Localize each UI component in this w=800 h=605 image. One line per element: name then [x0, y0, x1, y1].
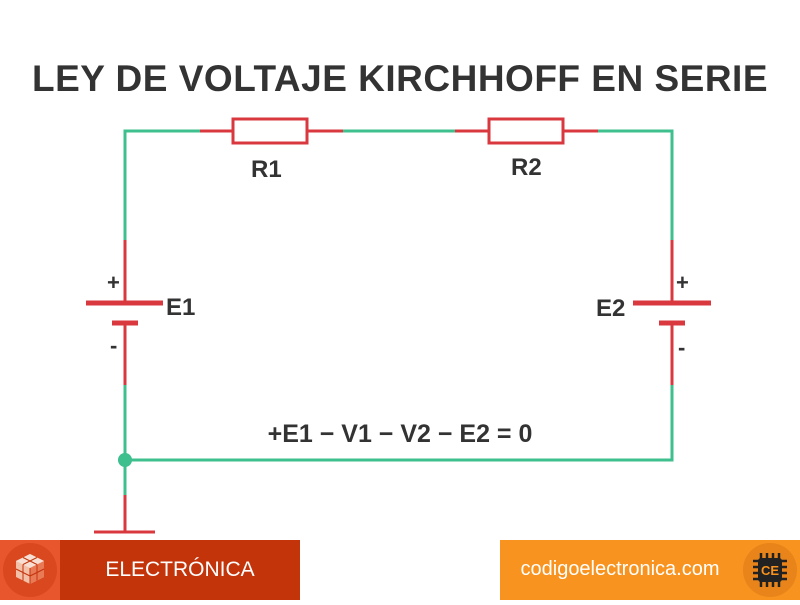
- chip-logo-text: CE: [761, 563, 779, 578]
- resistor-r1: [231, 117, 309, 145]
- category-banner[interactable]: ELECTRÓNICA: [0, 540, 300, 600]
- circuit-wires: [123, 129, 674, 495]
- resistor-r2: [487, 117, 565, 145]
- junction-node: [118, 453, 132, 467]
- component-leads: [123, 129, 674, 532]
- label-e1: E1: [166, 294, 196, 321]
- wire-bottom: [123, 385, 674, 462]
- cube-logo-icon: [0, 540, 60, 600]
- label-e2: E2: [596, 295, 626, 322]
- label-r1: R1: [251, 156, 282, 183]
- e1-minus-sign: -: [110, 333, 118, 358]
- wire-top-right: [598, 129, 674, 240]
- battery-e2: [633, 300, 711, 326]
- battery-e1: [86, 300, 163, 326]
- wire-top-left: [123, 129, 200, 240]
- website-link[interactable]: codigoelectronica.com: [520, 558, 720, 580]
- label-r2: R2: [511, 154, 542, 181]
- category-label: ELECTRÓNICA: [105, 558, 255, 581]
- chip-logo-icon: CE: [740, 540, 800, 600]
- page-title: LEY DE VOLTAJE KIRCHHOFF EN SERIE: [31, 58, 769, 99]
- kvl-equation: +E1 − V1 − V2 − E2 = 0: [267, 420, 533, 448]
- website-banner[interactable]: codigoelectronica.com CE: [500, 540, 800, 600]
- e2-minus-sign: -: [678, 335, 686, 360]
- e1-plus-sign: +: [107, 270, 120, 295]
- e2-plus-sign: +: [676, 270, 689, 295]
